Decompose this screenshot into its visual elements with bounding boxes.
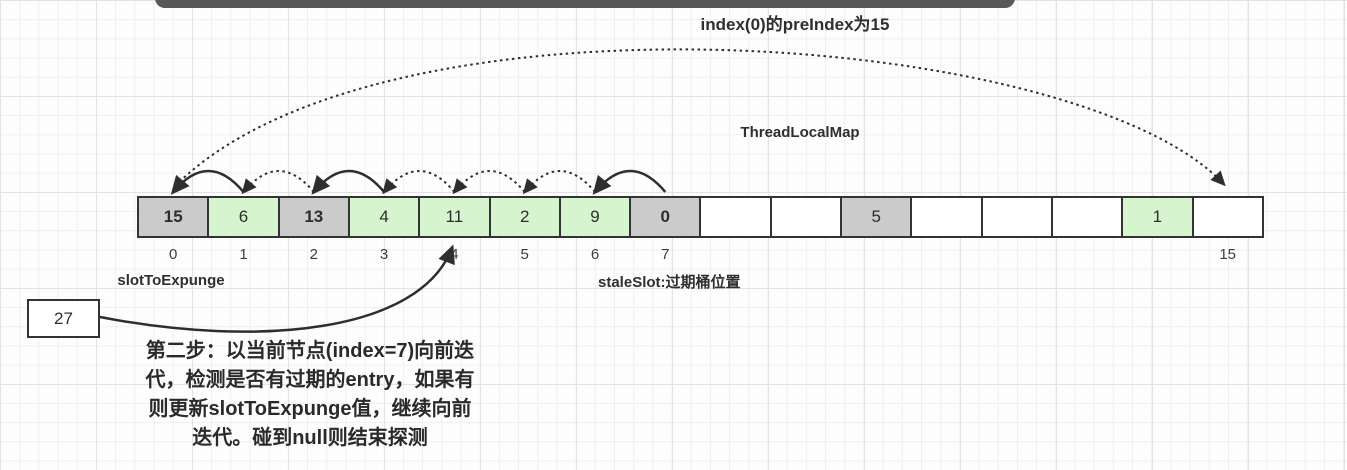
back-probe-arc-5-4	[452, 170, 526, 195]
array-cell-5: 2	[488, 196, 561, 238]
back-probe-arc-1-0	[170, 169, 245, 195]
array-cell-0: 15	[137, 196, 210, 238]
array-cell-7: 0	[629, 196, 702, 238]
array-cell-10: 5	[840, 196, 913, 238]
back-probe-arc-6-5	[522, 170, 596, 195]
array-cell-14: 1	[1121, 196, 1194, 238]
pointer-value-box: 27	[27, 299, 100, 338]
back-probe-arc-2-1	[241, 170, 315, 195]
stale-slot-label: staleSlot:过期桶位置	[598, 274, 741, 291]
index-label-3: 3	[379, 246, 389, 263]
array-cell-15	[1191, 196, 1264, 238]
array-cell-6: 9	[558, 196, 632, 238]
array-cell-4: 11	[418, 196, 491, 238]
array-cell-8	[699, 196, 772, 238]
threadlocalmap-label: ThreadLocalMap	[740, 124, 860, 141]
window-titlebar-remnant	[155, 0, 1015, 8]
back-probe-arc-7-6	[592, 169, 667, 195]
array-cell-11	[910, 196, 983, 238]
pointer-value: 27	[54, 308, 73, 328]
index-label-6: 6	[590, 246, 600, 263]
index-label-4: 4	[450, 246, 459, 263]
pre-index-caption: index(0)的preIndex为15	[700, 15, 890, 34]
array-cell-1: 6	[207, 196, 280, 238]
index-label-1: 1	[239, 246, 248, 263]
array-cell-12	[980, 196, 1053, 238]
index-label-7: 7	[661, 246, 670, 263]
index-label-2: 2	[309, 246, 318, 263]
array-cell-13	[1050, 196, 1124, 238]
slot-to-expunge-label: slotToExpunge	[117, 272, 225, 289]
array-cell-2: 13	[277, 196, 350, 238]
back-probe-arc-3-2	[311, 169, 386, 195]
back-probe-arc-4-3	[382, 170, 456, 195]
index-label-0: 0	[169, 246, 178, 263]
index-label-5: 5	[520, 246, 529, 263]
index-label-15: 15	[1219, 246, 1237, 263]
step-note: 第二步：以当前节点(index=7)向前迭 代，检测是否有过期的entry，如果…	[145, 340, 475, 449]
pre-index-arc	[174, 48, 1226, 187]
array-cell-3: 4	[347, 196, 421, 238]
array-cell-9	[769, 196, 843, 238]
